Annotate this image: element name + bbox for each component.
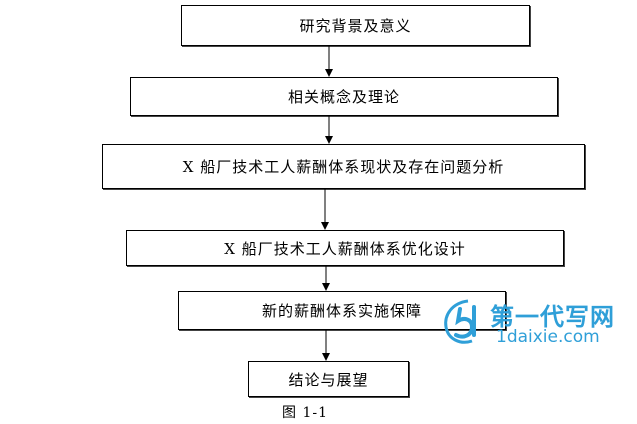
step-box-research-background: 研究背景及意义 [181, 5, 530, 46]
watermark-logo-icon [444, 299, 476, 344]
watermark-title: 第一代写网 [490, 303, 615, 331]
step-box-optimization-design: X 船厂技术工人薪酬体系优化设计 [126, 230, 564, 266]
watermark: 第一代写网 1daixie.com [438, 293, 628, 353]
step-box-concepts-theory: 相关概念及理论 [130, 77, 558, 116]
step-label: 结论与展望 [288, 370, 369, 389]
watermark-url: 1daixie.com [496, 327, 600, 347]
step-label: X 船厂技术工人薪酬体系现状及存在问题分析 [182, 158, 505, 176]
step-label: 新的薪酬体系实施保障 [261, 302, 422, 320]
step-label: X 船厂技术工人薪酬体系优化设计 [224, 239, 466, 258]
step-label: 相关概念及理论 [287, 88, 400, 106]
figure-caption: 图 1-1 [282, 405, 328, 421]
step-box-status-analysis: X 船厂技术工人薪酬体系现状及存在问题分析 [102, 144, 585, 189]
step-box-conclusion: 结论与展望 [248, 361, 409, 397]
step-label: 研究背景及意义 [299, 17, 412, 35]
